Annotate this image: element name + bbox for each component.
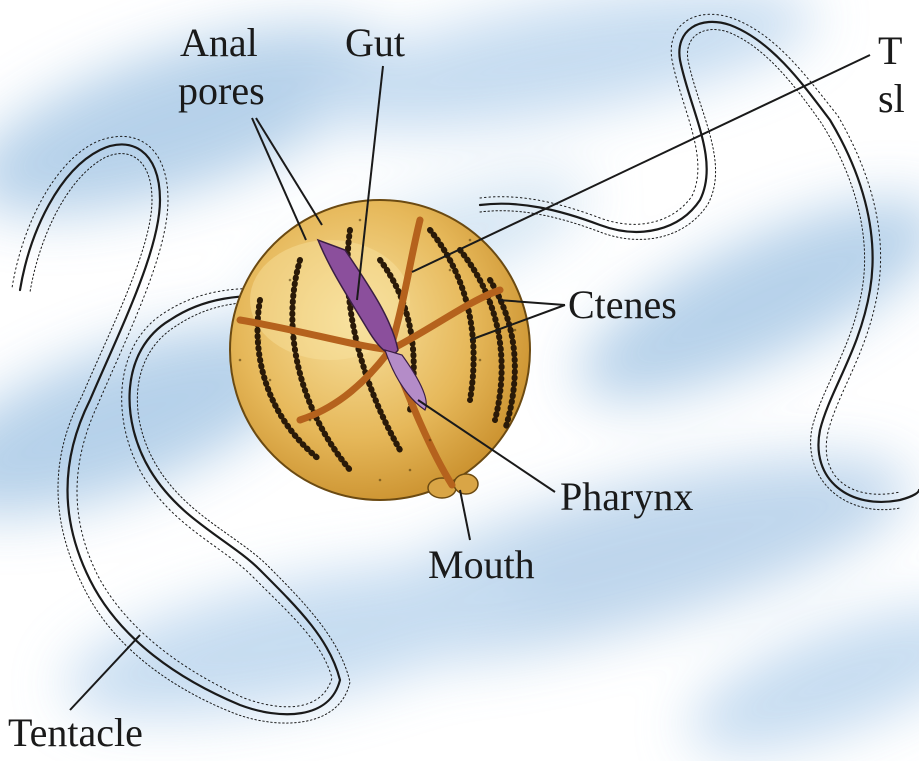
label-gut: Gut — [345, 22, 405, 64]
label-mouth: Mouth — [428, 544, 535, 586]
label-anal-pores-line1: Anal — [180, 22, 258, 64]
label-anal-pores-line2: pores — [178, 70, 265, 112]
label-ctenes: Ctenes — [568, 284, 677, 326]
ctenophore-body — [230, 200, 530, 500]
label-top-right-line1: T — [878, 30, 902, 72]
label-tentacle: Tentacle — [8, 712, 143, 754]
label-top-right-line2: sl — [878, 78, 905, 120]
mouth-lobe-right — [454, 474, 478, 494]
label-pharynx: Pharynx — [560, 476, 693, 518]
